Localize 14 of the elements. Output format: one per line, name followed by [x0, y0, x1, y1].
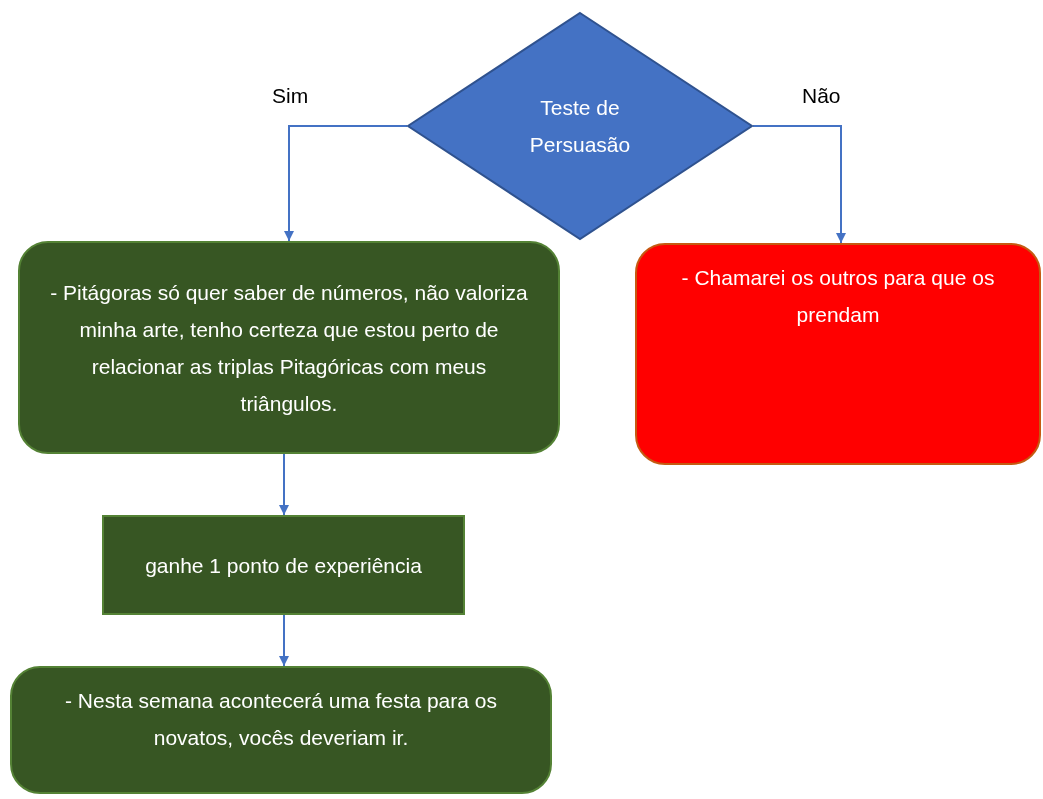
decision-diamond: [407, 12, 753, 240]
process-box: [18, 241, 560, 454]
node-text: Teste de Persuasão: [528, 95, 632, 158]
arrow: [284, 125, 408, 242]
process-box: [10, 666, 552, 794]
process-box: [635, 243, 1041, 465]
node-text: - Nesta semana acontecerá uma festa para os novatos, vocês deveriam ir.: [64, 688, 498, 751]
node-text: - Pitágoras só quer saber de números, não valoriza minha arte, tenho certeza que estou perto de relacionar as triplas Pitagóricas com meus triângulos.: [49, 279, 529, 417]
arrow: [752, 125, 846, 244]
process-box: [102, 515, 465, 615]
arrow: [279, 453, 289, 516]
node-text: ganhe 1 ponto de experiência: [145, 552, 422, 579]
arrow: [279, 614, 289, 667]
node-text: - Chamarei os outros para que os prendam: [680, 265, 996, 328]
